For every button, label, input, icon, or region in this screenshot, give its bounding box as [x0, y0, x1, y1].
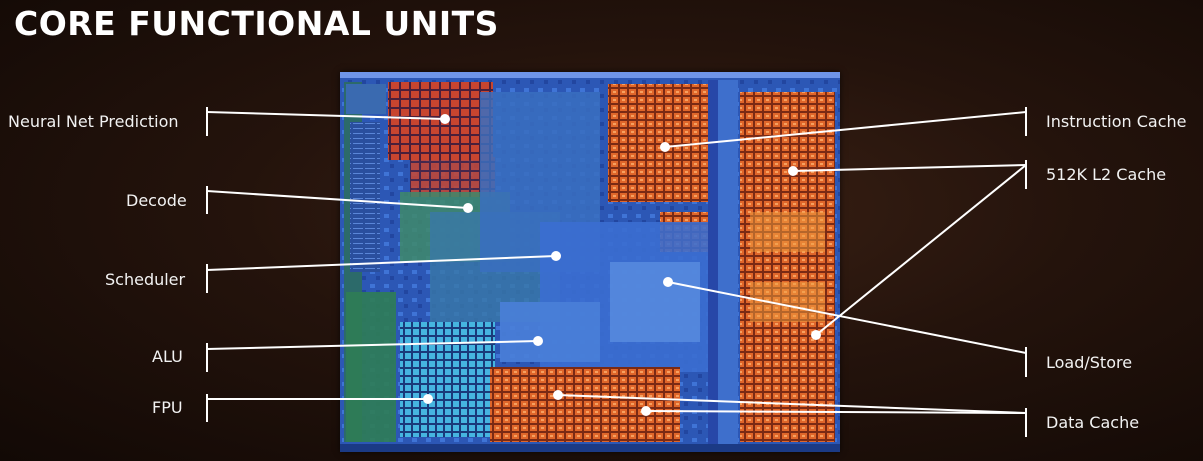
label-alu: ALU — [152, 347, 183, 367]
label-decode: Decode — [126, 191, 187, 211]
label-data-cache: Data Cache — [1046, 413, 1139, 433]
label-fpu: FPU — [152, 398, 183, 418]
die-shot — [340, 72, 840, 452]
label-scheduler: Scheduler — [105, 270, 185, 290]
page-title: CORE FUNCTIONAL UNITS — [14, 4, 499, 43]
label-neural-net-prediction: Neural Net Prediction — [8, 112, 179, 132]
label-instruction-cache: Instruction Cache — [1046, 112, 1186, 132]
label-l2-cache: 512K L2 Cache — [1046, 165, 1166, 185]
label-load-store: Load/Store — [1046, 353, 1132, 373]
